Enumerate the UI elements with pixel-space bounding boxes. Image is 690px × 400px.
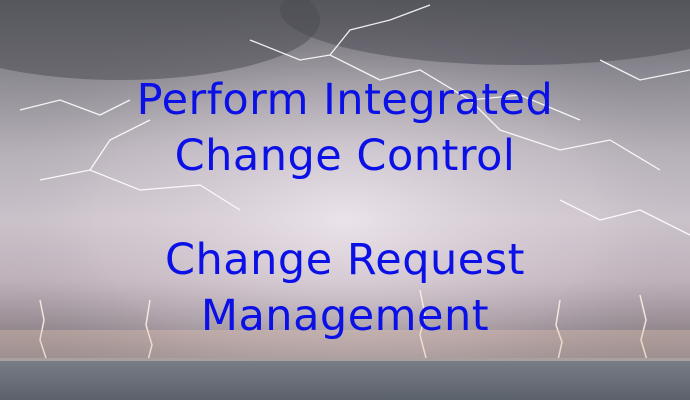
slide-text: Perform Integrated Change Control Change… xyxy=(0,72,690,344)
heading-line-1: Perform Integrated xyxy=(136,75,554,125)
subheading-line-2: Management xyxy=(200,291,490,341)
heading-line-2: Change Control xyxy=(174,131,516,181)
subheading-line-1: Change Request xyxy=(165,235,525,285)
